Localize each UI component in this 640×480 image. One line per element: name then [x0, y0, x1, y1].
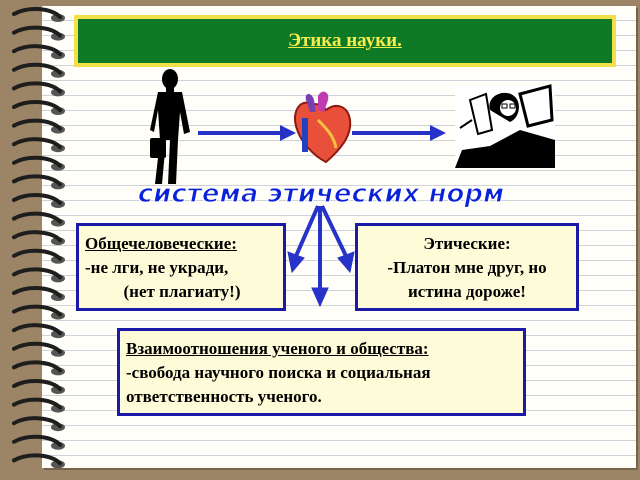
- spiral-ring: [12, 44, 62, 57]
- ethical-norms-box: Этические: -Платон мне друг, но истина д…: [355, 223, 579, 311]
- universal-norms-box: Общечеловеческие: -не лги, не укради, (н…: [76, 223, 286, 311]
- spiral-ring: [12, 7, 62, 19]
- spiral-ring: [12, 267, 62, 280]
- spiral-ring: [12, 323, 62, 336]
- spiral-ring: [12, 286, 62, 298]
- spiral-ring: [12, 62, 62, 75]
- spiral-binding: [12, 7, 65, 469]
- spiral-ring: [12, 304, 62, 317]
- spiral-ring: [12, 230, 62, 243]
- spiral-ring: [12, 434, 62, 447]
- ethical-norms-line-1: -Платон мне друг, но: [387, 258, 547, 277]
- spiral-ring: [12, 341, 62, 354]
- ethical-norms-line-2: истина дороже!: [408, 282, 526, 301]
- ethical-norms-heading: Этические:: [423, 234, 511, 253]
- scientist-society-box: Взаимоотношения ученого и общества: -сво…: [117, 328, 526, 416]
- spiral-ring: [12, 416, 62, 429]
- universal-norms-line-2: (нет плагиату!): [123, 282, 241, 301]
- title-bar: Этика науки.: [74, 15, 616, 67]
- universal-norms-line-1: -не лги, не укради,: [85, 258, 229, 277]
- scientist-society-line-2: ответственность ученого.: [126, 387, 322, 406]
- spiral-ring: [12, 453, 62, 466]
- spiral-ring: [12, 81, 62, 94]
- spiral-ring: [12, 118, 62, 131]
- scientist-society-heading: Взаимоотношения ученого и общества:: [126, 339, 429, 358]
- spiral-ring: [12, 155, 62, 168]
- spiral-ring: [12, 248, 62, 261]
- page-title: Этика науки.: [288, 30, 402, 51]
- spiral-ring: [12, 211, 62, 224]
- spiral-ring: [12, 25, 62, 38]
- spiral-ring: [12, 193, 62, 205]
- spiral-ring: [12, 360, 62, 373]
- universal-norms-heading: Общечеловеческие:: [85, 234, 237, 253]
- scientist-society-line-1: -свобода научного поиска и социальная: [126, 363, 431, 382]
- spiral-ring: [12, 100, 62, 112]
- spiral-ring: [12, 137, 62, 150]
- spiral-ring: [12, 397, 62, 410]
- spiral-ring: [12, 379, 62, 391]
- spiral-ring: [12, 174, 62, 187]
